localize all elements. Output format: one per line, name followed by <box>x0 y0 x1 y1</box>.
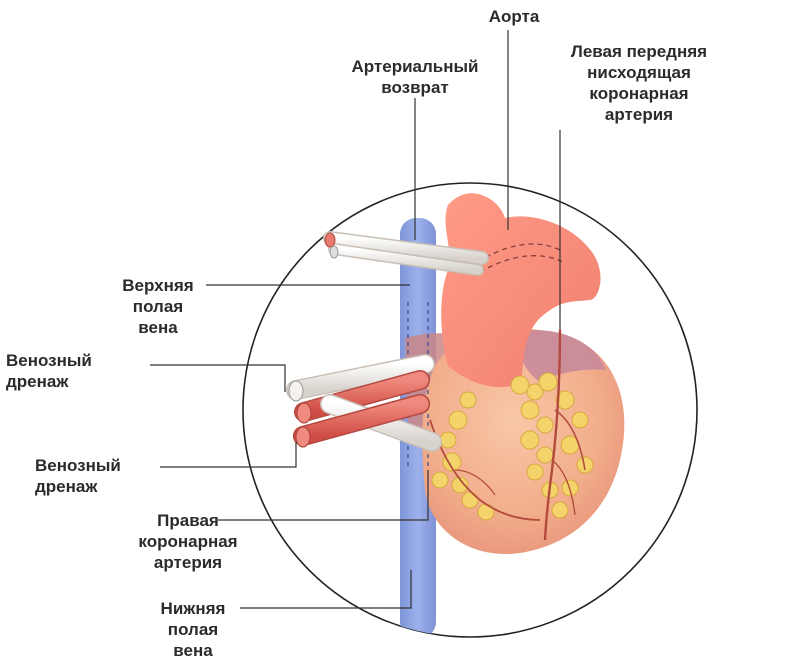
label-venous-drainage-upper: Венозный дренаж <box>6 351 92 391</box>
label-right-coronary-artery: Правая коронарная артерия <box>138 511 238 572</box>
arterial-cannula <box>323 231 489 276</box>
venous-cannulas <box>286 354 442 452</box>
leader-lines <box>150 30 561 609</box>
aorta-shape <box>441 193 601 388</box>
label-venous-drainage-lower: Венозный дренаж <box>35 456 121 496</box>
frame-circle <box>242 182 698 638</box>
label-aorta: Аорта <box>488 7 540 26</box>
label-inferior-vena-cava: Нижняя полая вена <box>160 599 226 660</box>
label-arterial-return: Артериальный возврат <box>351 57 479 97</box>
label-superior-vena-cava: Верхняя полая вена <box>122 276 194 337</box>
fat-deposits <box>431 372 594 521</box>
label-left-anterior-descending-artery: Левая передняя нисходящая коронарная арт… <box>570 42 708 124</box>
